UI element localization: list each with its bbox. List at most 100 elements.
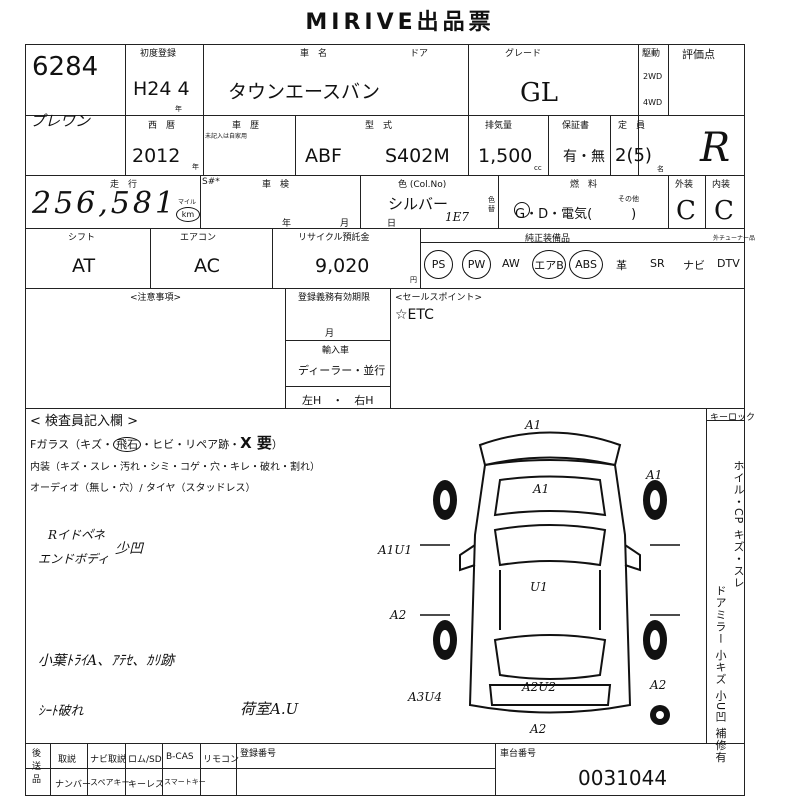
form-title: MIRIVE出品票 (305, 10, 495, 35)
side-note-wheel: ホイル・CP キズ・スレ (732, 460, 745, 589)
displacement-unit: cc (534, 164, 542, 172)
year-unit: 年 (192, 163, 199, 171)
car-damage-diagram (420, 431, 680, 725)
notes-label: <注意事項> (130, 293, 182, 303)
inspection-day-unit: 日 (387, 219, 397, 229)
score-value: R (700, 125, 731, 171)
first-registration-unit: 年 (175, 105, 182, 113)
equipment-navi: ナビ (683, 259, 705, 272)
inspection-label: 車 検 (262, 180, 290, 190)
grade-label: グレード (505, 49, 542, 59)
equipment-sr: SR (650, 257, 665, 270)
equipment-tuner-label: 外チューナー品 (713, 235, 756, 242)
mileage-value: 256,581 (32, 186, 178, 221)
import-dealer: ディーラー・並行 (298, 364, 386, 377)
equipment-airbag: エアB (532, 250, 566, 279)
inspection-year-unit: 年 (282, 219, 292, 229)
score-label: 評価点 (682, 48, 715, 61)
displacement-label: 排気量 (485, 121, 513, 131)
damage-mark-right-front: A1 (646, 468, 663, 482)
damage-mark-left-front: A1U1 (378, 543, 413, 557)
interior-label: 内装 (712, 180, 731, 190)
car-name-label: 車 名 (300, 49, 328, 59)
sales-point-label: <セールスポイント> (395, 293, 483, 303)
year-label: 西 暦 (148, 121, 176, 131)
fuel-value: G・D・電気( ) (515, 207, 637, 222)
equipment-label: 純正装備品 (525, 234, 571, 244)
lot-number: 6284 (32, 52, 99, 82)
model-label: 型 式 (365, 121, 393, 131)
recycle-label: リサイクル預託金 (298, 233, 370, 243)
capacity-unit: 名 (657, 165, 664, 173)
inspector-memo-2: エンドボディ (38, 552, 110, 566)
registration-number-label: 登録番号 (240, 749, 277, 759)
exterior-label: 外装 (675, 180, 694, 190)
shaken-sub: 未記入は自家用 (205, 133, 248, 140)
displacement-value: 1,500 (478, 145, 533, 167)
equipment-ps: PS (424, 250, 453, 279)
after-item-remote: リモコン (203, 755, 240, 765)
drive-2wd: 2WD (643, 72, 663, 81)
first-registration-label: 初度登録 (140, 49, 177, 59)
lot-handwritten-name: プレワン (30, 112, 91, 130)
year-value: 2012 (132, 145, 181, 167)
drive-label: 駆動 (642, 49, 661, 59)
after-item-number: ナンバー (55, 780, 92, 790)
equipment-dtv: DTV (717, 257, 740, 270)
equipment-abs: ABS (569, 250, 603, 279)
inspector-memo-6: 荷室A.U (240, 700, 299, 718)
color-paint-label: 色替 (488, 196, 495, 213)
inspector-line3: オーディオ（無し・穴）/ タイヤ（スタッドレス） (30, 483, 256, 494)
damage-mark-rear-center: A2U2 (522, 680, 557, 694)
after-item-rom-sd: ロム/SD (128, 755, 162, 765)
chassis-number-label: 車台番号 (500, 749, 537, 759)
fuel-label: 燃 料 (570, 180, 598, 190)
model-code: S402M (385, 145, 450, 167)
warranty-value: 有・無 (563, 149, 605, 165)
keylock-label: キーロック (710, 413, 756, 423)
capacity-label: 定 員 (618, 121, 646, 131)
import-label: 輸入車 (322, 346, 350, 356)
inspector-memo-3: 少凹 (115, 541, 143, 557)
inspection-month-unit: 月 (340, 219, 350, 229)
equipment-leather: 革 (616, 259, 627, 272)
inspector-memo-1: Rイドベ゙ネ (48, 528, 106, 542)
aircon-label: エアコン (180, 233, 217, 243)
after-item-smart-key: スマートキー (164, 778, 206, 786)
damage-mark-hood: A1 (533, 482, 550, 496)
mileage-unit-top: マイル (178, 199, 197, 206)
after-item-navi-manual: ナビ取説 (90, 755, 127, 765)
doors-label: ドア (410, 49, 429, 59)
inspector-line1: Fガラス（キズ・飛石・ヒビ・リペア跡・X 要） (30, 434, 283, 452)
inspector-title: < 検査員記入欄 > (30, 414, 139, 429)
shift-value: AT (72, 255, 96, 277)
warranty-label: 保証書 (562, 121, 590, 131)
color-label: 色 (Col.No) (398, 180, 447, 190)
after-item-bcas: B-CAS (166, 752, 194, 762)
chassis-number-value: 0031044 (578, 766, 668, 790)
sales-point-value: ☆ETC (395, 307, 434, 323)
damage-mark-right-rear: A2 (650, 678, 667, 692)
after-items-label: 後送品 (32, 749, 42, 785)
inspector-memo-4: 小葉ﾄﾗｲA、ｱﾃｾ、ｶﾘ跡 (38, 653, 175, 669)
color-value: シルバー (388, 195, 449, 213)
capacity-value: 2(5) (615, 145, 652, 166)
inspector-stone-circled: 飛石 (113, 437, 142, 452)
inspector-line2: 内装（キズ・スレ・汚れ・シミ・コゲ・穴・キレ・破れ・割れ） (30, 462, 320, 473)
import-handle: 左H ・ 右H (302, 394, 374, 407)
shaken-label: 車 歴 (232, 121, 260, 131)
fuel-other: その他 (618, 195, 639, 203)
drive-4wd: 4WD (643, 98, 663, 107)
damage-mark-top: A1 (525, 418, 542, 432)
exterior-value: C (676, 196, 696, 226)
fuel-gas-circle (514, 202, 530, 218)
after-item-spare-key: スペアキー (90, 778, 130, 787)
after-item-keyless: キーレス (128, 780, 165, 790)
mileage-label: 走 行 (110, 180, 138, 190)
damage-mark-rear-left: A3U4 (408, 690, 443, 704)
car-name-value: タウンエースバン (228, 81, 381, 103)
registration-label: 登録義務有効期限 (298, 293, 371, 303)
first-registration-value: H24 4 (133, 78, 190, 100)
grade-value: GL (520, 78, 559, 108)
model-prefix: ABF (305, 145, 342, 167)
